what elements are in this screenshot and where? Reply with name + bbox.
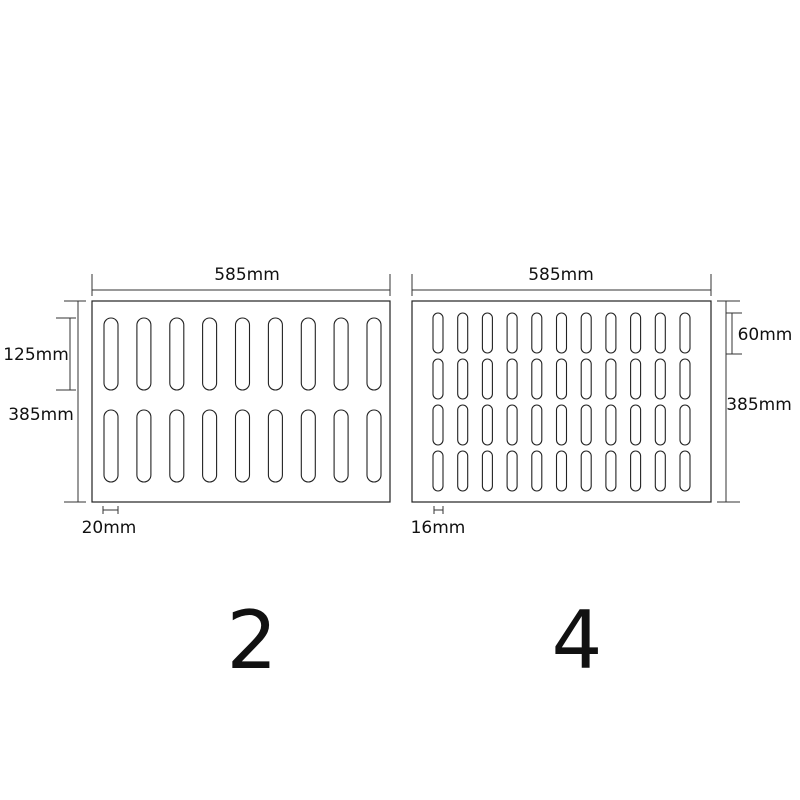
width-label: 585mm: [528, 265, 594, 285]
height-label: 385mm: [8, 405, 74, 425]
panel-two-row: 585mm 385mm 125mm 20mm 2: [3, 265, 391, 687]
drain-slot: [531, 312, 543, 354]
drain-slot: [531, 358, 543, 400]
drain-slot: [580, 358, 592, 400]
drain-slot: [654, 358, 666, 400]
margin-label: 16mm: [411, 518, 466, 538]
drain-slot: [136, 409, 152, 483]
drain-slot: [605, 312, 617, 354]
drain-slot: [267, 409, 283, 483]
drain-slot: [679, 312, 691, 354]
drain-slot: [136, 317, 152, 391]
drain-slot: [679, 404, 691, 446]
drain-slot: [234, 409, 251, 483]
drain-slot: [169, 317, 185, 391]
drain-slot: [555, 358, 568, 400]
drain-slot: [654, 312, 666, 354]
drain-slot: [506, 404, 518, 446]
drain-slot: [654, 404, 666, 446]
drain-slot: [555, 312, 568, 354]
drain-slot: [267, 317, 283, 391]
drain-slot: [481, 358, 493, 400]
drain-slot: [481, 404, 493, 446]
drain-slot: [300, 317, 316, 391]
drain-slot: [366, 317, 382, 391]
drain-slot: [103, 317, 119, 391]
drain-slot: [580, 312, 592, 354]
drain-slot: [300, 409, 316, 483]
row-count-caption: 4: [552, 594, 603, 687]
drain-slot: [457, 450, 469, 492]
drain-slot: [555, 450, 568, 492]
drain-slot: [457, 312, 469, 354]
drain-slot: [202, 409, 218, 483]
drain-slot: [605, 358, 617, 400]
drain-slot: [432, 312, 444, 354]
drain-slot: [457, 358, 469, 400]
slot-length-label: 60mm: [738, 325, 793, 345]
slot-length-label: 125mm: [3, 345, 69, 365]
panel-four-row: 585mm 385mm 60mm 16mm 4: [411, 265, 793, 687]
drain-slot: [605, 404, 617, 446]
drain-slot: [679, 358, 691, 400]
drain-slot: [630, 358, 642, 400]
margin-label: 20mm: [82, 518, 137, 538]
drain-slot: [630, 404, 642, 446]
slot-grid: [432, 312, 691, 492]
drain-slot: [605, 450, 617, 492]
drain-slot: [333, 409, 349, 483]
drain-slot: [457, 404, 469, 446]
drain-slot: [202, 317, 218, 391]
drain-slot: [234, 317, 251, 391]
drain-slot: [531, 450, 543, 492]
slot-grid: [103, 317, 382, 483]
width-label: 585mm: [214, 265, 280, 285]
drain-slot: [333, 317, 349, 391]
height-label: 385mm: [726, 395, 792, 415]
drain-slot: [481, 312, 493, 354]
drain-slot: [432, 450, 444, 492]
drain-slot: [679, 450, 691, 492]
drain-slot: [506, 312, 518, 354]
drain-slot: [366, 409, 382, 483]
drain-slot: [506, 450, 518, 492]
drain-slot: [103, 409, 119, 483]
drain-slot: [580, 404, 592, 446]
drain-slot: [555, 404, 568, 446]
drain-slot: [654, 450, 666, 492]
drain-slot: [169, 409, 185, 483]
drain-slot: [531, 404, 543, 446]
drain-slot: [432, 358, 444, 400]
drain-slot: [580, 450, 592, 492]
drain-slot: [630, 312, 642, 354]
drain-slot: [481, 450, 493, 492]
drain-slot: [630, 450, 642, 492]
drain-slot: [506, 358, 518, 400]
row-count-caption: 2: [227, 594, 278, 687]
drain-slot: [432, 404, 444, 446]
